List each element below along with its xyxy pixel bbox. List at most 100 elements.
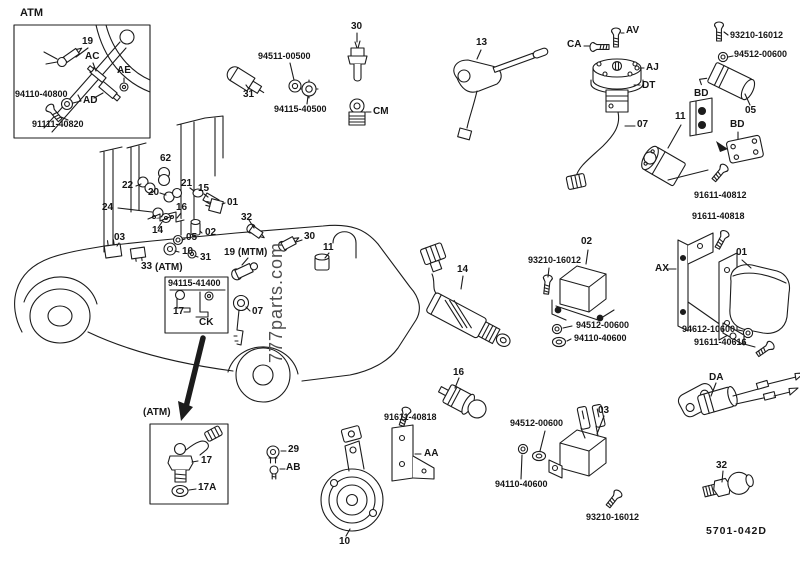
label-33: 33 bbox=[141, 261, 153, 272]
part-ab-bolt bbox=[269, 465, 286, 480]
label-02: 02 bbox=[581, 236, 593, 247]
label-20: 20 bbox=[148, 187, 160, 198]
label-91611-40818: 91611-40818 bbox=[692, 211, 745, 221]
label-21: 21 bbox=[181, 178, 193, 189]
label-94512-00600: 94512-00600 bbox=[734, 49, 788, 59]
pointer-arrow bbox=[178, 335, 206, 421]
label-32: 32 bbox=[241, 212, 253, 223]
label-31: 31 bbox=[243, 89, 255, 100]
label-ae: AE bbox=[117, 65, 131, 76]
label-ab: AB bbox=[286, 462, 301, 473]
part-13-combo-switch bbox=[453, 47, 549, 141]
label-10: 10 bbox=[339, 536, 351, 547]
label-30: 30 bbox=[351, 21, 363, 32]
part-grommet-94511 bbox=[288, 62, 302, 93]
label-bd: BD bbox=[694, 88, 709, 99]
label-94110-40600: 94110-40600 bbox=[574, 333, 627, 343]
label-dt: DT bbox=[642, 80, 656, 91]
label-94612-10600: 94612-10600 bbox=[682, 324, 736, 334]
label-07: 07 bbox=[637, 119, 649, 130]
label-ck: CK bbox=[199, 317, 214, 328]
label-16: 16 bbox=[176, 202, 188, 213]
part-ax-bracket bbox=[666, 228, 731, 332]
label-atm: (ATM) bbox=[143, 407, 171, 418]
label-91611-40616: 91611-40616 bbox=[694, 337, 747, 347]
label-91611-40812: 91611-40812 bbox=[694, 190, 747, 200]
label-15: 15 bbox=[198, 183, 210, 194]
label-05: 05 bbox=[745, 105, 757, 116]
part-ac-connector bbox=[86, 65, 107, 83]
part-da-resistor bbox=[677, 372, 800, 418]
label-93210-16012: 93210-16012 bbox=[730, 30, 784, 40]
label-91611-40818: 91611-40818 bbox=[384, 412, 437, 422]
label-da: DA bbox=[709, 372, 724, 383]
label-94115-40500: 94115-40500 bbox=[274, 104, 327, 114]
label-01: 01 bbox=[736, 247, 748, 258]
label-31: 31 bbox=[200, 252, 212, 263]
label-01: 01 bbox=[227, 197, 239, 208]
label-94511-00500: 94511-00500 bbox=[258, 51, 311, 61]
part-07-key bbox=[232, 294, 251, 346]
part-ringnut-94115 bbox=[299, 79, 319, 105]
part-16-socket bbox=[437, 377, 487, 419]
label-30: 30 bbox=[304, 231, 316, 242]
label-07: 07 bbox=[252, 306, 264, 317]
label-93210-16012: 93210-16012 bbox=[586, 512, 640, 522]
part-10-horn bbox=[320, 425, 384, 537]
label-94512-00600: 94512-00600 bbox=[576, 320, 630, 330]
part-19-sensor bbox=[56, 47, 83, 68]
label-16: 16 bbox=[453, 367, 465, 378]
label-17: 17 bbox=[173, 306, 185, 317]
part-11-flasher bbox=[641, 124, 709, 187]
label-cm: CM bbox=[373, 106, 389, 117]
part-05-condenser bbox=[698, 62, 756, 106]
part-14-key-switch bbox=[420, 242, 511, 347]
label-22: 22 bbox=[122, 180, 134, 191]
label-05: 05 bbox=[186, 232, 198, 243]
part-29-bolt bbox=[266, 445, 287, 464]
label-ca: CA bbox=[567, 39, 582, 50]
label-94115-41400: 94115-41400 bbox=[168, 278, 221, 288]
part-31-sender bbox=[226, 66, 265, 94]
atm-inset-middle bbox=[164, 276, 229, 334]
label-14: 14 bbox=[457, 264, 469, 275]
label-ax: AX bbox=[655, 263, 669, 274]
label-91111-40820: 91111-40820 bbox=[32, 119, 84, 129]
label-ad: AD bbox=[83, 95, 98, 106]
label-13: 13 bbox=[476, 37, 488, 48]
part-hardware-03 bbox=[517, 430, 547, 480]
label-atm: ATM bbox=[20, 7, 44, 19]
label-17a: 17A bbox=[198, 482, 217, 493]
label-03: 03 bbox=[114, 232, 126, 243]
label-24: 24 bbox=[102, 202, 114, 213]
part-17-temp-sender bbox=[167, 425, 223, 483]
part-screw-93210-top bbox=[713, 21, 729, 42]
part-bd-plate bbox=[726, 131, 764, 164]
label-29: 29 bbox=[288, 444, 300, 455]
label-av: AV bbox=[626, 25, 640, 36]
label-03: 03 bbox=[598, 405, 610, 416]
label-19: 19 bbox=[82, 36, 94, 47]
label-02: 02 bbox=[205, 227, 217, 238]
atm-inset-bottom bbox=[149, 423, 229, 505]
part-17a-washer bbox=[171, 484, 197, 498]
part-aa-bracket bbox=[391, 405, 435, 482]
part-ignition-switch bbox=[565, 27, 645, 190]
parts-cluster bbox=[103, 166, 330, 281]
label-17: 17 bbox=[201, 455, 213, 466]
label-aj: AJ bbox=[646, 62, 659, 73]
label-10: 10 bbox=[182, 246, 194, 257]
label-19-mtm: 19 (MTM) bbox=[224, 247, 268, 258]
label-bd: BD bbox=[730, 119, 745, 130]
part-ad-connector bbox=[98, 80, 121, 102]
label-94110-40600: 94110-40600 bbox=[495, 479, 548, 489]
label-62: 62 bbox=[160, 153, 172, 164]
small-arrow bbox=[716, 141, 728, 152]
part-nut-94512-top bbox=[717, 51, 734, 63]
label-94110-40800: 94110-40800 bbox=[15, 89, 68, 99]
part-cm-plug bbox=[348, 98, 372, 126]
label-94512-00600: 94512-00600 bbox=[510, 418, 564, 428]
